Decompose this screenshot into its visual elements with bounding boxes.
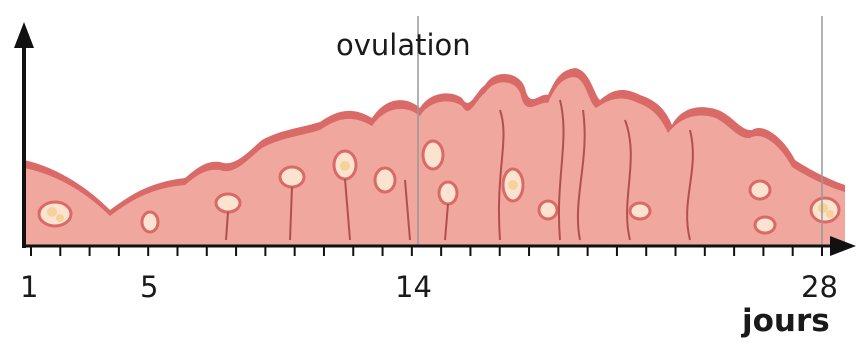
gland (216, 194, 240, 212)
gland (142, 212, 158, 232)
gland (375, 168, 395, 192)
gland (280, 167, 304, 187)
tick-label-5: 5 (140, 270, 158, 304)
gland (755, 217, 775, 233)
gland (423, 141, 443, 169)
gland (750, 181, 770, 199)
ovulation-label: ovulation (336, 28, 471, 62)
gland (439, 182, 457, 204)
tick-label-1: 1 (20, 270, 38, 304)
gland (630, 203, 650, 219)
tick-label-14: 14 (395, 270, 432, 304)
gland (539, 201, 557, 219)
tick-label-28: 28 (801, 270, 838, 304)
y-axis-arrow-icon (14, 22, 34, 48)
x-axis-unit-label: jours (742, 303, 830, 339)
